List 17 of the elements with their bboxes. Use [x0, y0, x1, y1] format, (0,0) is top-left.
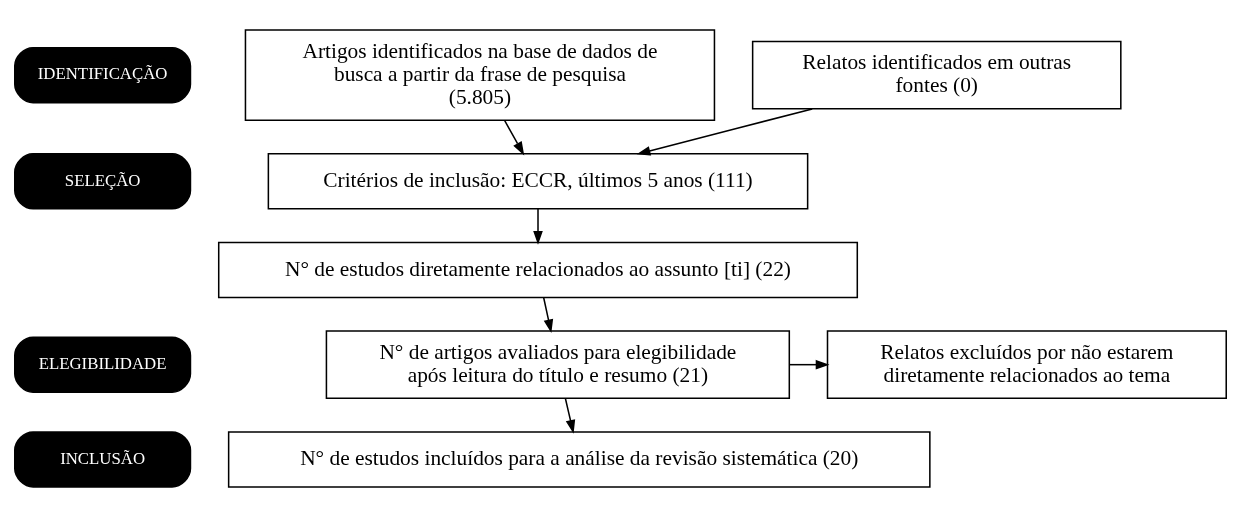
- node-box: N° de estudos incluídos para a análise da revisão sistemática (20): [227, 430, 931, 488]
- node-box: IDENTIFICAÇÃO: [14, 46, 192, 103]
- arrow: [788, 359, 830, 369]
- arrow: [636, 107, 813, 156]
- node-box: Relatos identificados em outras fontes (0): [751, 40, 1122, 110]
- node-box: ELEGIBILIDADE: [14, 335, 192, 393]
- arrow: [564, 397, 576, 434]
- node-box: Relatos excluídos por não estarem diretamente relacionados ao tema: [826, 329, 1227, 399]
- node-box: Artigos identificados na base de dados de busca a partir da frase de pesquisa (5.805): [244, 28, 716, 121]
- arrow: [503, 119, 525, 155]
- node-box: SELEÇÃO: [14, 152, 192, 210]
- node-box: Critérios de inclusão: ECCR, últimos 5 anos (111): [267, 152, 809, 210]
- node-box: N° de estudos diretamente relacionados ao assunto [ti] (22): [217, 241, 859, 298]
- node-box: N° de artigos avaliados para elegibilidade após leitura do título e resumo (21): [325, 329, 791, 399]
- node-box: INCLUSÃO: [14, 430, 192, 488]
- arrow: [533, 207, 543, 245]
- arrow: [542, 296, 554, 333]
